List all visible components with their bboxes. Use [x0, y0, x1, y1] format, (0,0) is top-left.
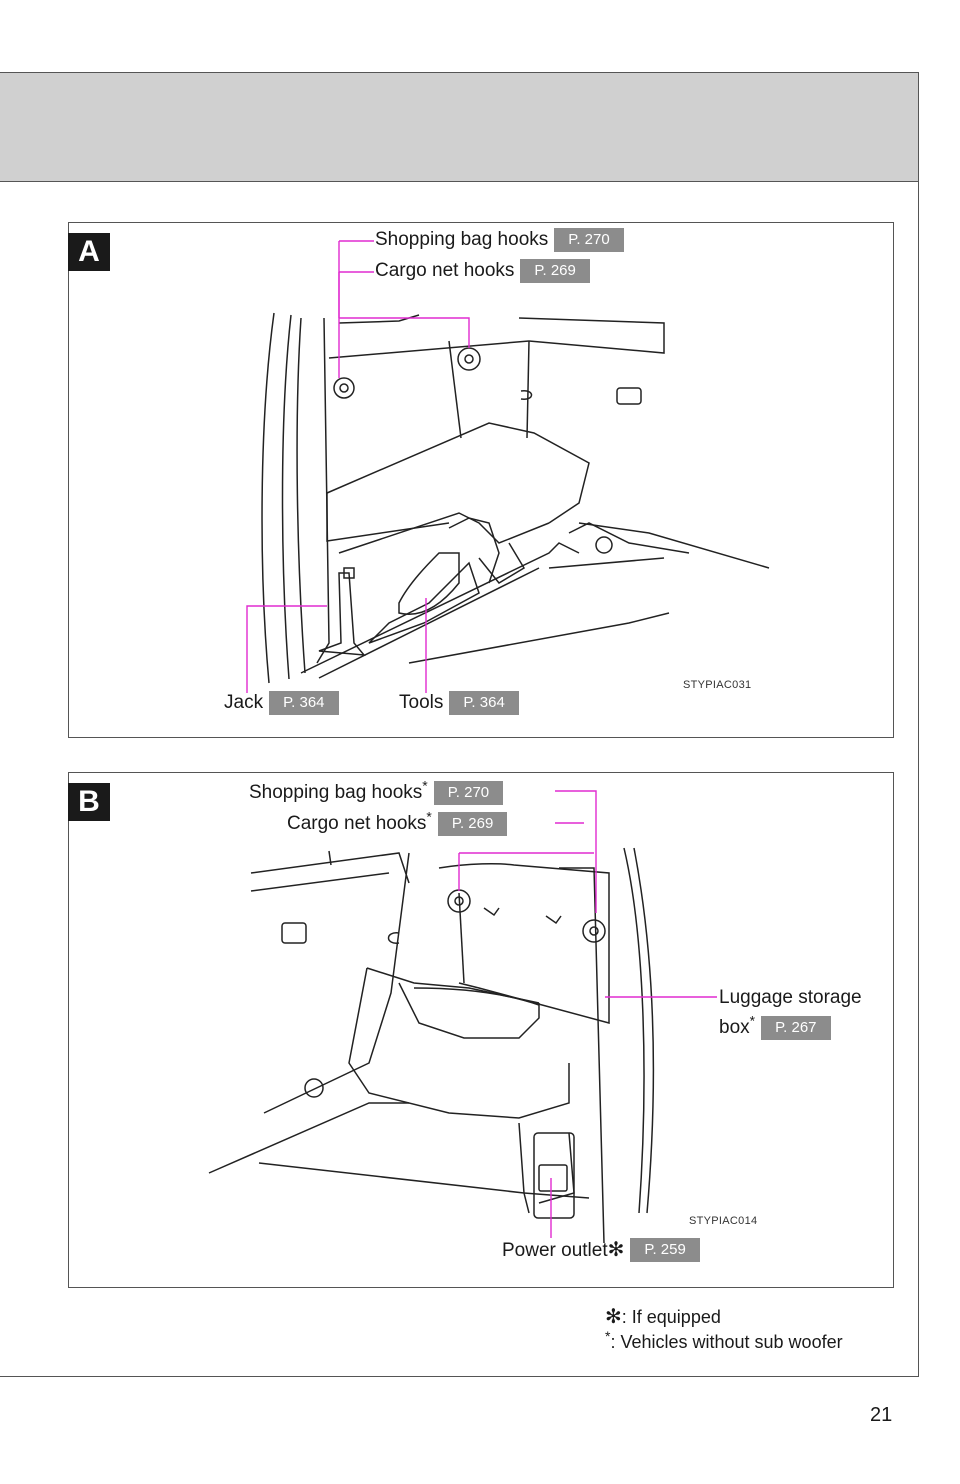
page-ref-badge[interactable]: P. 269 [437, 812, 508, 836]
no-sub-woofer-mark: * [426, 808, 432, 825]
page-ref-badge[interactable]: P. 364 [269, 691, 339, 715]
cargo-area-illustration-b [208, 790, 717, 1244]
page-ref-badge[interactable]: P. 270 [554, 228, 624, 252]
page-ref-badge[interactable]: P. 270 [433, 781, 504, 805]
shopping-bag-hooks-callout-a: Shopping bag hooks P. 270 [375, 228, 624, 252]
no-sub-woofer-mark: * [422, 777, 428, 794]
cargo-net-hooks-callout-a: Cargo net hooks P. 269 [375, 259, 590, 283]
panel-b: B [68, 772, 894, 1288]
luggage-storage-box-line1: Luggage storage [719, 987, 862, 1009]
power-outlet-label: Power outlet✻ [502, 1239, 625, 1261]
page-number: 21 [870, 1404, 893, 1426]
page-ref-badge[interactable]: P. 269 [520, 259, 590, 283]
cargo-net-hooks-label: Cargo net hooks [375, 260, 515, 281]
luggage-storage-label: Luggage storage [719, 987, 862, 1008]
bottom-rule [0, 1376, 919, 1377]
tools-label: Tools [399, 692, 444, 713]
no-sub-woofer-mark: * [749, 1012, 756, 1029]
tools-callout: Tools P. 364 [399, 691, 519, 715]
luggage-storage-box-callout: box* P. 267 [719, 1012, 831, 1040]
page-ref-badge[interactable]: P. 259 [630, 1237, 700, 1262]
if-equipped-mark: ✻ [605, 1306, 622, 1328]
shopping-bag-hooks-callout-b: Shopping bag hooks* P. 270 [249, 777, 504, 805]
shopping-bag-hooks-label: Shopping bag hooks [375, 229, 549, 250]
jack-callout: Jack P. 364 [224, 691, 339, 715]
footnote-no-sub-woofer: *: Vehicles without sub woofer [605, 1328, 843, 1352]
right-rule [918, 180, 919, 1376]
power-outlet-callout: Power outlet✻ P. 259 [502, 1237, 700, 1262]
panel-a-tag: A [68, 233, 110, 271]
page-ref-badge[interactable]: P. 267 [761, 1016, 831, 1040]
shopping-bag-hooks-label: Shopping bag hooks* [249, 777, 428, 803]
page-ref-badge[interactable]: P. 364 [449, 691, 519, 715]
no-sub-woofer-mark: * [605, 1328, 611, 1344]
panel-a: A [68, 222, 894, 738]
panel-b-tag: B [68, 783, 110, 821]
header-band [0, 72, 919, 182]
image-code-a: STYPIAC031 [683, 679, 752, 691]
cargo-net-hooks-callout-b: Cargo net hooks* P. 269 [287, 808, 508, 836]
cargo-area-illustration-a [246, 240, 770, 693]
footnote-if-equipped: ✻: If equipped [605, 1306, 721, 1328]
cargo-net-hooks-label: Cargo net hooks* [287, 808, 432, 834]
luggage-storage-box-label: box* [719, 1012, 756, 1038]
image-code-b: STYPIAC014 [689, 1215, 758, 1227]
if-equipped-mark: ✻ [607, 1239, 625, 1261]
jack-label: Jack [224, 692, 264, 713]
